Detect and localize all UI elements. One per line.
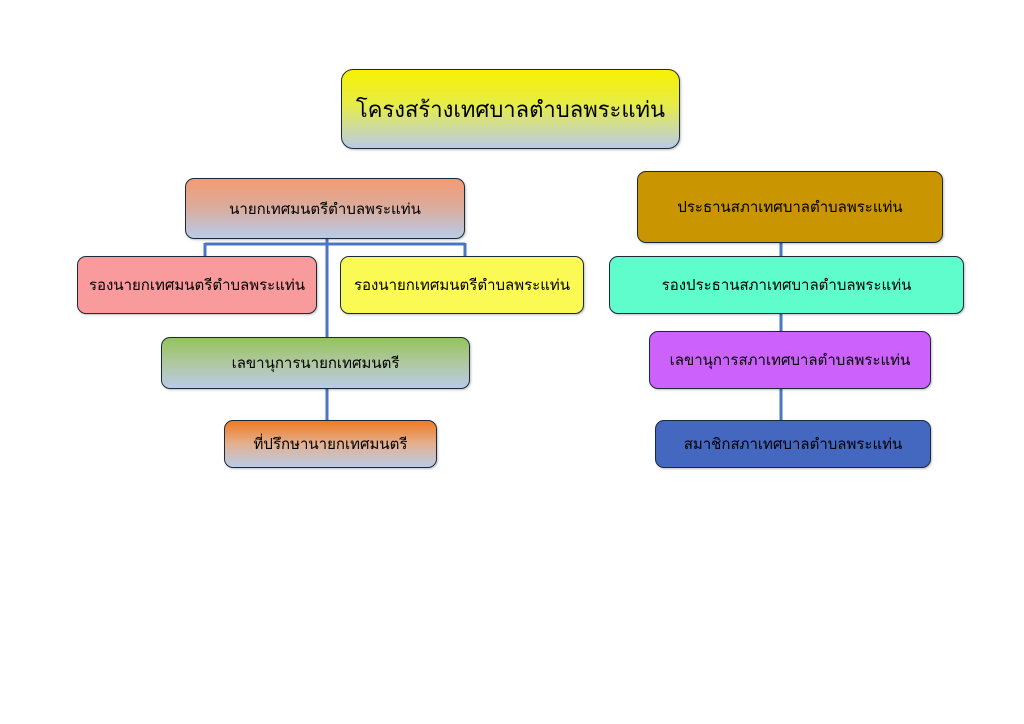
deputy-mayor-1-box: รองนายกเทศมนตรีตำบลพระแท่น xyxy=(77,256,317,314)
council-vice-president-box: รองประธานสภาเทศบาลตำบลพระแท่น xyxy=(609,256,964,314)
mayor-advisor-box: ที่ปรึกษานายกเทศมนตรี xyxy=(224,420,437,468)
mayor-secretary-box: เลขานุการนายกเทศมนตรี xyxy=(161,337,470,389)
council-secretary-box: เลขานุการสภาเทศบาลตำบลพระแท่น xyxy=(649,331,931,389)
deputy-mayor-2-box: รองนายกเทศมนตรีตำบลพระแท่น xyxy=(340,256,584,314)
mayor-box: นายกเทศมนตรีตำบลพระแท่น xyxy=(185,178,465,239)
chart-title: โครงสร้างเทศบาลตำบลพระแท่น xyxy=(341,69,680,149)
council-president-box: ประธานสภาเทศบาลตำบลพระแท่น xyxy=(637,171,943,243)
council-members-box: สมาชิกสภาเทศบาลตำบลพระแท่น xyxy=(655,420,931,468)
